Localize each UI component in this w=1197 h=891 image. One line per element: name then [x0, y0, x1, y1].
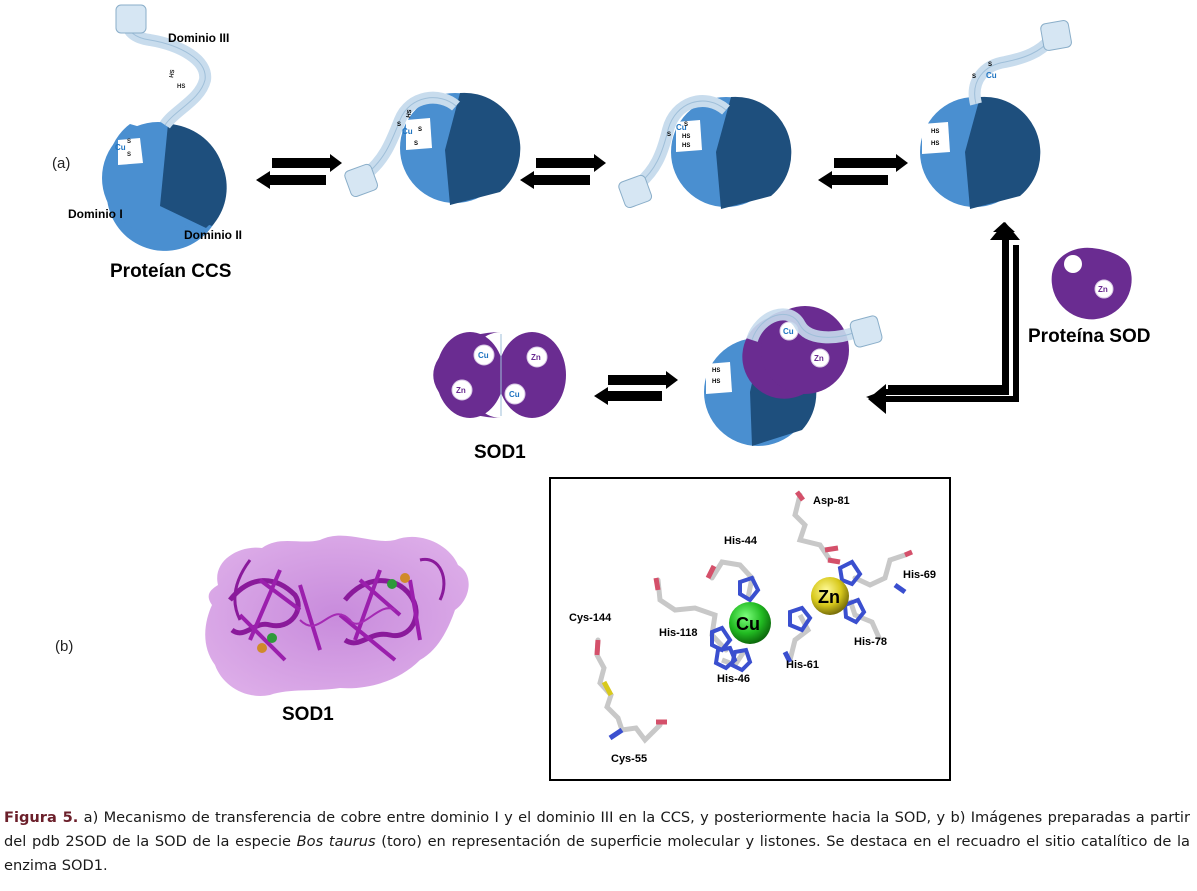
- domain-2-label: Dominio II: [184, 228, 242, 242]
- residue-label-his78: His-78: [854, 636, 887, 648]
- s-label: S: [127, 152, 131, 158]
- residue-label-cys144: Cys-144: [569, 612, 612, 624]
- ccs-state-3: Cu S S HS HS: [618, 95, 792, 209]
- s-label: S: [667, 132, 671, 138]
- caption-text-2: (toro) en representación de superficie m…: [4, 833, 1190, 874]
- s-label: S: [127, 139, 131, 145]
- residue-label-asp81: Asp-81: [813, 495, 850, 507]
- sod1-label: SOD1: [474, 442, 526, 463]
- zn-label: Zn: [1098, 285, 1108, 294]
- zn-sphere: [811, 577, 849, 615]
- cu-label: Cu: [478, 351, 489, 360]
- cu-label: Cu: [986, 71, 997, 80]
- panel-label-b: (b): [55, 638, 73, 655]
- panel-label-a: (a): [52, 155, 70, 172]
- cu-label: Cu: [509, 390, 520, 399]
- domain-1-label: Dominio I: [68, 207, 123, 221]
- residue-label-his118: His-118: [659, 627, 698, 639]
- caption-species: Bos taurus: [296, 833, 376, 850]
- hs-label: HS: [931, 141, 939, 147]
- cu-label: Cu: [402, 127, 413, 136]
- residue-label-cys55: Cys-55: [611, 753, 647, 765]
- sod-protein-monomer: Zn: [1051, 247, 1132, 320]
- zn-label: Zn: [531, 353, 541, 362]
- elbow-equilibrium-arrow: [866, 222, 1020, 414]
- residue-label-his69: His-69: [903, 569, 936, 581]
- ccs-protein-label: Proteían CCS: [110, 261, 231, 282]
- sod-protein-label: Proteína SOD: [1028, 326, 1150, 347]
- cu-label: Cu: [115, 143, 126, 152]
- figure-5-diagram: (a) Cu S S HS HS Dominio III Dominio I D…: [52, 4, 1150, 781]
- ccs-sod-complex: Cu Zn HS HS: [704, 306, 883, 446]
- zn-label: Zn: [456, 386, 466, 395]
- sod1-model-label: SOD1: [282, 704, 334, 725]
- caption-text-1: a) Mecanismo de transferencia de cobre e…: [4, 809, 1190, 850]
- hs-label: HS: [712, 379, 720, 385]
- equilibrium-arrow: [818, 154, 908, 189]
- figure-caption: Figura 5. a) Mecanismo de transferencia …: [4, 806, 1190, 878]
- figure-number: Figura 5.: [4, 809, 79, 826]
- hs-label: HS: [712, 368, 720, 374]
- hs-label: HS: [177, 84, 185, 90]
- zn-label: Zn: [814, 354, 824, 363]
- cu-sphere: [729, 602, 771, 644]
- cu-label: Cu: [676, 123, 687, 132]
- cu-label: Cu: [783, 327, 794, 336]
- ccs-state-1: Cu S S HS HS: [102, 4, 227, 251]
- residue-label-his61: His-61: [786, 659, 819, 671]
- sod1-dimer: Cu Zn Zn Cu: [433, 332, 566, 418]
- equilibrium-arrow: [520, 154, 606, 189]
- residue-label-his46: His-46: [717, 673, 750, 685]
- s-label: S: [418, 127, 422, 133]
- equilibrium-arrow: [256, 154, 342, 189]
- cu-metal-label: Cu: [736, 614, 760, 634]
- hs-label: HS: [682, 134, 690, 140]
- hs-label: HS: [406, 109, 413, 118]
- s-label: S: [397, 122, 401, 128]
- domain-3-label: Dominio III: [168, 31, 229, 45]
- active-site-inset: Cu Zn Asp-81 His-44 His-69 His-118 His-7…: [549, 477, 951, 781]
- hs-label: HS: [931, 129, 939, 135]
- s-label: S: [988, 62, 992, 68]
- ccs-state-2: Cu S S S HS: [344, 91, 521, 205]
- s-label: S: [414, 141, 418, 147]
- equilibrium-arrow: [594, 371, 678, 405]
- hs-label: HS: [169, 69, 176, 78]
- s-label: S: [684, 122, 688, 128]
- hs-label: HS: [682, 143, 690, 149]
- s-label: S: [972, 74, 976, 80]
- ccs-state-4: Cu S S HS HS: [920, 20, 1072, 209]
- sod1-surface-model: [205, 535, 469, 696]
- residue-label-his44: His-44: [724, 535, 758, 547]
- zn-metal-label: Zn: [818, 587, 840, 607]
